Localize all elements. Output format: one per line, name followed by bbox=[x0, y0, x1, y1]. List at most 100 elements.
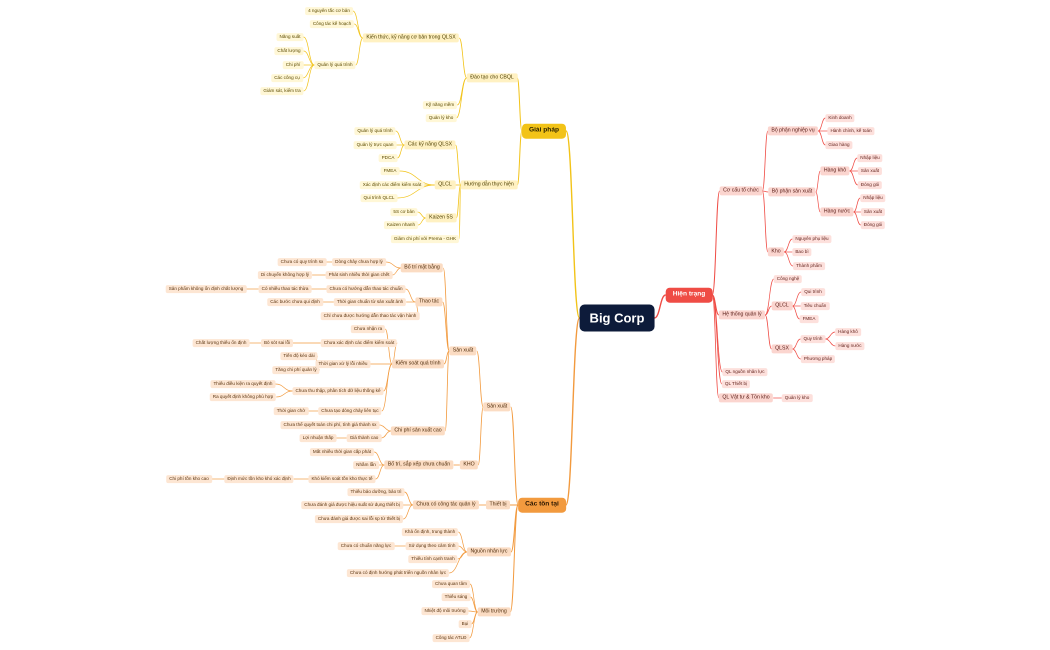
node-dry-input[interactable]: Nhập liệu bbox=[857, 154, 883, 162]
node-process-mgmt[interactable]: Quản lý quá trình bbox=[314, 61, 356, 69]
node-production-dept[interactable]: Bộ phận sản xuất bbox=[768, 187, 816, 197]
node-qlcl-process-status[interactable]: Qui trình bbox=[801, 288, 825, 296]
node-qlsx-dry[interactable]: Hàng khô bbox=[835, 328, 861, 336]
node-equipment-errors[interactable]: Chưa đánh giá được sai lỗi sp từ thiết b… bbox=[314, 515, 404, 523]
node-undefined-steps[interactable]: Các bước chưa qui định bbox=[267, 298, 323, 306]
node-dead-time[interactable]: Phát sinh nhiều thời gian chết bbox=[325, 271, 393, 279]
node-wet-input[interactable]: Nhập liệu bbox=[860, 194, 886, 202]
node-wet-goods[interactable]: Hàng nước bbox=[820, 207, 854, 217]
node-fmea-status[interactable]: FMEA bbox=[799, 315, 819, 323]
node-quality-unstable[interactable]: Chất lượng thiếu ổn định bbox=[192, 339, 250, 347]
node-method[interactable]: Phương pháp bbox=[800, 355, 836, 363]
node-delivery[interactable]: Giao hàng bbox=[825, 141, 853, 149]
node-prema[interactable]: Giảm chi phí với Prema - GHK bbox=[390, 235, 460, 243]
node-no-process[interactable]: Chưa có quy trình sx bbox=[277, 258, 327, 266]
node-knowledge[interactable]: Kiến thức, kỹ năng cơ bản trong QLSX bbox=[362, 33, 460, 43]
node-standards[interactable]: Tiêu chuẩn bbox=[800, 302, 830, 310]
node-materials-status[interactable]: QL Vật tư & Tồn kho bbox=[718, 393, 774, 403]
node-guidance[interactable]: Hướng dẫn thực hiện bbox=[460, 180, 518, 190]
node-worker-guide[interactable]: Chỉ chưa được hướng dẫn thao tác vận hàn… bbox=[320, 312, 420, 320]
node-unrecognized[interactable]: Chưa nhận ra bbox=[350, 325, 386, 333]
node-sales[interactable]: Kinh doanh bbox=[825, 114, 855, 122]
node-control-points[interactable]: Xác định các điểm kiểm soát bbox=[359, 181, 425, 189]
node-warehouse-mgmt[interactable]: Quản lý kho bbox=[425, 114, 457, 122]
node-equipment-mgmt[interactable]: Chưa có công tác quản lý bbox=[412, 500, 480, 510]
node-finished-goods[interactable]: Thành phẩm bbox=[793, 262, 825, 270]
node-stock-cost[interactable]: Chi phí tồn kho cao bbox=[166, 475, 212, 483]
node-5s-basic[interactable]: 5S cơ bản bbox=[390, 208, 418, 216]
node-production-group[interactable]: Sản xuất bbox=[483, 402, 511, 412]
node-warehouse-mgmt-status[interactable]: Quản lý kho bbox=[781, 394, 813, 402]
node-equipment-status[interactable]: QL Thiết bị bbox=[721, 380, 751, 388]
node-org-structure[interactable]: Cơ cấu tổ chức bbox=[719, 186, 763, 196]
node-environment[interactable]: Môi trường bbox=[477, 607, 511, 617]
node-kaizen[interactable]: Kaizen 5S bbox=[425, 213, 457, 223]
node-arrangement[interactable]: Bố trí, sắp xếp chưa chuẩn bbox=[384, 460, 454, 470]
node-operation[interactable]: Thao tác bbox=[415, 297, 443, 307]
node-dispatch-time[interactable]: Mất nhiều thời gian cấp phát bbox=[309, 448, 375, 456]
root-topic[interactable]: Big Corp bbox=[579, 304, 655, 332]
node-principles[interactable]: 4 nguyên tắc cơ bản bbox=[305, 7, 353, 15]
node-hr-competition[interactable]: Thiếu tính cạnh tranh bbox=[408, 555, 458, 563]
node-hr-development[interactable]: Chưa có định hướng phát triển nguồn nhân… bbox=[346, 569, 450, 577]
node-wet-production[interactable]: Sản xuất bbox=[860, 208, 886, 216]
node-quality[interactable]: Chất lượng bbox=[274, 47, 304, 55]
node-dry-goods[interactable]: Hàng khô bbox=[820, 166, 850, 176]
node-qlcl-solution[interactable]: QLCL bbox=[434, 180, 456, 190]
node-hr-emotion[interactable]: Sử dụng theo cảm tính bbox=[405, 542, 459, 550]
node-planning[interactable]: Công tác kế hoạch bbox=[309, 20, 355, 28]
node-env-safety[interactable]: Công tác ATLĐ bbox=[432, 634, 470, 642]
node-dry-packing[interactable]: Đóng gói bbox=[857, 181, 883, 189]
node-qlsx-wet[interactable]: Hàng nước bbox=[835, 342, 865, 350]
node-business-dept[interactable]: Bộ phận nghiệp vụ bbox=[767, 126, 819, 136]
node-efficiency[interactable]: Chưa đánh giá được hiệu suất sử dụng thi… bbox=[301, 501, 403, 509]
node-flow[interactable]: Dòng chảy chưa hợp lý bbox=[332, 258, 386, 266]
node-qlsx-status[interactable]: QLSX bbox=[771, 344, 793, 354]
node-process-mgmt-2[interactable]: Quản lý quá trình bbox=[354, 127, 396, 135]
node-production[interactable]: Sản xuất bbox=[449, 346, 477, 356]
node-error-time[interactable]: Thời gian xử lý lỗi nhiều bbox=[315, 360, 371, 368]
node-stock-control[interactable]: Khó kiểm soát tồn kho thực tế bbox=[308, 475, 376, 483]
node-soft-skills[interactable]: Kỹ năng mềm bbox=[422, 101, 458, 109]
node-kaizen-quick[interactable]: Kaizen nhanh bbox=[383, 221, 419, 229]
node-no-continuous-flow[interactable]: Chưa tạo dòng chảy liên tục bbox=[318, 407, 382, 415]
node-env-care[interactable]: Chưa quan tâm bbox=[432, 580, 470, 588]
node-mgmt-system[interactable]: Hệ thống quản lý bbox=[718, 310, 766, 320]
node-raw-materials[interactable]: Nguyên phụ liệu bbox=[792, 235, 832, 243]
node-visual-mgmt[interactable]: Quản lý trực quan bbox=[353, 141, 397, 149]
node-low-profit[interactable]: Lợi nhuận thấp bbox=[299, 434, 337, 442]
node-missed-errors[interactable]: Bỏ sót sai lỗi bbox=[260, 339, 294, 347]
node-no-standard-guide[interactable]: Chưa có hướng dẫn thao tác chuẩn bbox=[326, 285, 406, 293]
node-fmea-solution[interactable]: FMEA bbox=[380, 167, 400, 175]
node-stock-norm[interactable]: Định mức tồn kho khó xác định bbox=[224, 475, 294, 483]
node-layout[interactable]: Bố trí mặt bằng bbox=[400, 263, 444, 273]
node-cost-settlement[interactable]: Chưa thể quyết toán chi phí, tính giá th… bbox=[280, 421, 380, 429]
node-delay[interactable]: Tiến độ kéo dài bbox=[280, 352, 318, 360]
node-hr-stability[interactable]: Khả ổn định, trung thành bbox=[401, 528, 459, 536]
branch-issues[interactable]: Các tồn tại bbox=[518, 497, 566, 513]
node-confusion[interactable]: Nhầm lẫn bbox=[353, 461, 379, 469]
node-admin-accounting[interactable]: Hành chính, kế toán bbox=[827, 127, 875, 135]
node-tools[interactable]: Các công cụ bbox=[271, 74, 303, 82]
node-training[interactable]: Đào tạo cho CBQL bbox=[466, 73, 518, 83]
node-wet-packing[interactable]: Đóng gói bbox=[860, 221, 886, 229]
node-control-points-missing[interactable]: Chưa xác định các điểm kiểm soát bbox=[320, 339, 398, 347]
node-mgmt-cost[interactable]: Tăng chi phí quản lý bbox=[272, 366, 320, 374]
node-standard-time[interactable]: Thời gian chuẩn từ sản xuất ảnh bbox=[333, 298, 407, 306]
node-supervision[interactable]: Giám sát, kiểm tra bbox=[260, 87, 304, 95]
node-productivity[interactable]: Năng suất bbox=[276, 33, 304, 41]
node-unstable-quality[interactable]: Sản phẩm không ổn định chất lượng bbox=[165, 285, 247, 293]
node-maintenance[interactable]: Thiếu bảo dưỡng, bảo trì bbox=[347, 488, 405, 496]
node-process-control[interactable]: Kiểm soát quá trình bbox=[392, 359, 444, 369]
node-equipment[interactable]: Thiết bị bbox=[485, 500, 511, 510]
node-high-price[interactable]: Giá thành cao bbox=[346, 434, 382, 442]
node-excess-ops[interactable]: Có nhiều thao tác thừa bbox=[258, 285, 312, 293]
node-technology[interactable]: Công nghệ bbox=[773, 275, 803, 283]
node-kho[interactable]: KHO bbox=[459, 460, 479, 470]
node-env-temperature[interactable]: Nhiệt độ môi trường bbox=[421, 607, 469, 615]
node-hr-status[interactable]: QL nguồn nhân lực bbox=[722, 368, 768, 376]
node-qlsx-skills[interactable]: Các kỹ năng QLSX bbox=[404, 140, 456, 150]
node-no-decision-basis[interactable]: Thiếu điều kiện ra quyết định bbox=[210, 380, 276, 388]
node-packaging[interactable]: Bao bì bbox=[792, 248, 812, 256]
node-wrong-decision[interactable]: Ra quyết định không phù hợp bbox=[209, 393, 277, 401]
